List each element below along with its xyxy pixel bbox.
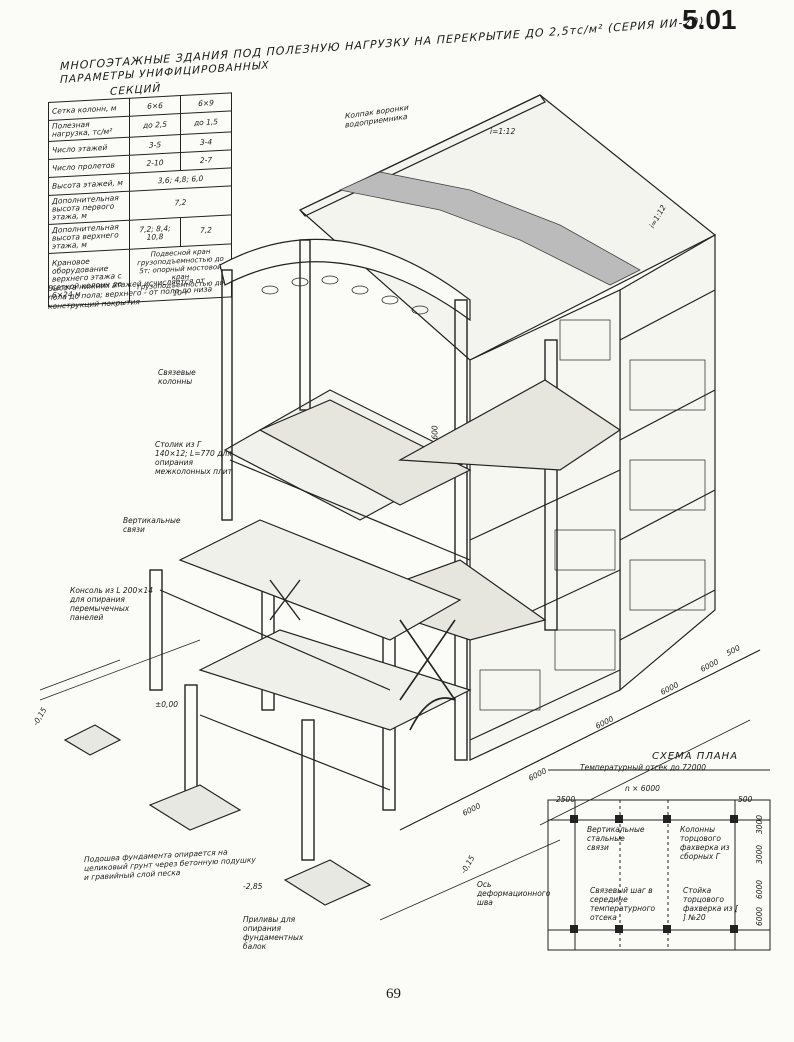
label-level-m285: -2,85 [243, 882, 263, 891]
vertical-braces [399, 619, 456, 731]
label-vertical-ties: Вертикальные связи [123, 516, 181, 534]
plan-schema [547, 769, 771, 951]
plan-d2500: 2500 [556, 795, 576, 804]
plan-steel-ties: Вертикальные стальные связи [587, 825, 645, 852]
label-tie-columns: Связевые колонны [158, 368, 196, 386]
plan-end-post: Стойка торцового фахверка из [ ] №20 [683, 886, 738, 922]
plan-n6000: n × 6000 [625, 784, 660, 793]
plan-right-dim: 6000 [755, 879, 765, 900]
ground-hatch [39, 639, 751, 921]
plan-end-columns: Колонны торцового фахверка из сборных Г [680, 825, 730, 861]
label-tides: Приливы для опирания фундаментных балок [243, 915, 304, 951]
label-level-0: ±0,00 [155, 700, 178, 709]
foundation-left [63, 724, 122, 756]
foundation-right [283, 859, 372, 906]
label-table-bracket: Столик из Г 140×12; L=770 для опирания м… [155, 440, 233, 476]
plan-temp-block: Температурный отсек до 72000 [580, 763, 707, 772]
foundation-mid [148, 784, 242, 831]
roof-gravel-band [338, 171, 641, 286]
plan-title: СХЕМА ПЛАНА [652, 751, 739, 762]
label-dim-600: 600 [430, 425, 440, 440]
plan-right-dim: 3000 [755, 814, 765, 835]
roof-parapet [299, 94, 546, 217]
page-code: 5.01 [682, 4, 737, 35]
right-facade [619, 233, 716, 692]
plan-right-dim: 3000 [755, 844, 765, 865]
label-slope-1: i=1:12 [490, 127, 516, 136]
plan-def-seam: Ось деформационного шва [477, 880, 551, 907]
middle-floor-slab [258, 399, 472, 506]
plan-d500: 500 [738, 795, 753, 804]
plan-tie-step: Связевый шаг в середине температурного о… [590, 886, 656, 922]
page-number: 69 [386, 986, 401, 1002]
floor-1-platform [198, 629, 472, 731]
label-console: Консоль из L 200×14 для опирания перемыч… [70, 586, 154, 622]
floor-2-platform [178, 519, 462, 641]
plan-right-dim: 6000 [755, 906, 765, 927]
